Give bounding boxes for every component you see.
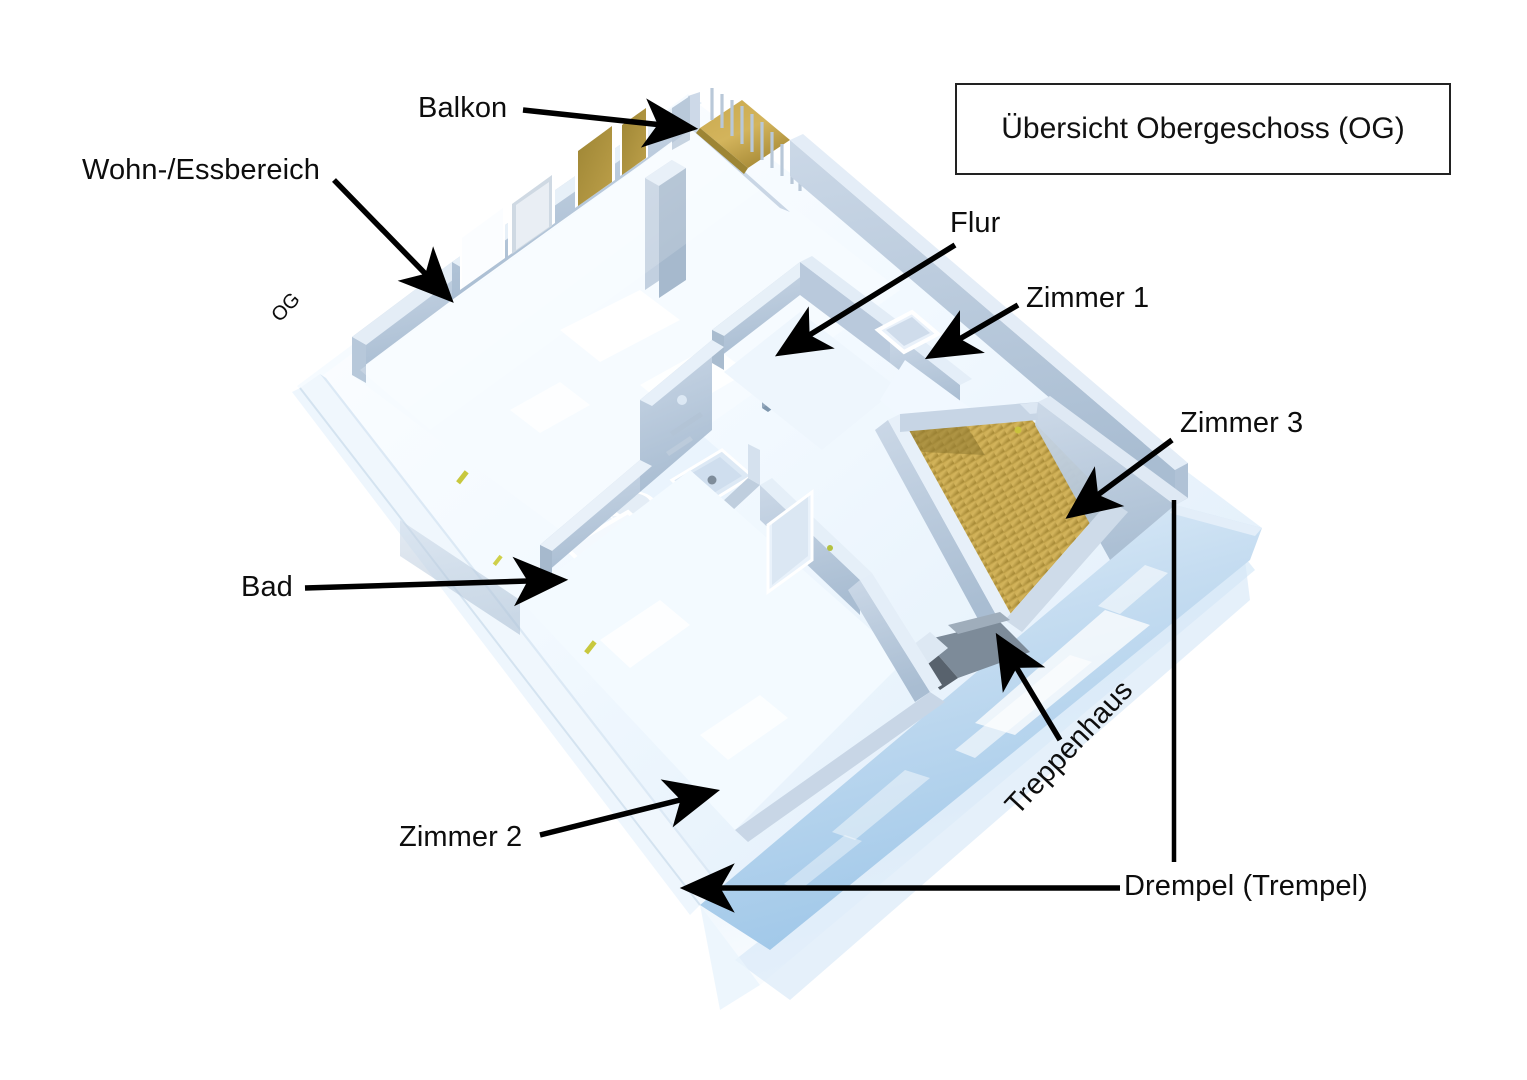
label-wohn-essbereich: Wohn-/Essbereich [82, 154, 321, 186]
label-zimmer-2: Zimmer 2 [399, 821, 523, 853]
label-drempel: Drempel (Trempel) [1124, 870, 1368, 902]
label-zimmer-1: Zimmer 1 [1026, 282, 1150, 314]
door-leaf [766, 489, 814, 595]
label-balkon: Balkon [418, 92, 508, 124]
title-box: Übersicht Obergeschoss (OG) [955, 83, 1451, 175]
label-bad: Bad [241, 571, 293, 603]
window-group-wohnbereich [460, 104, 648, 290]
title-text: Übersicht Obergeschoss (OG) [1001, 112, 1405, 145]
label-zimmer-3: Zimmer 3 [1180, 407, 1304, 439]
label-flur: Flur [950, 207, 1001, 239]
room-zimmer-2 [400, 470, 945, 842]
wall-hinge-marks [456, 470, 597, 655]
